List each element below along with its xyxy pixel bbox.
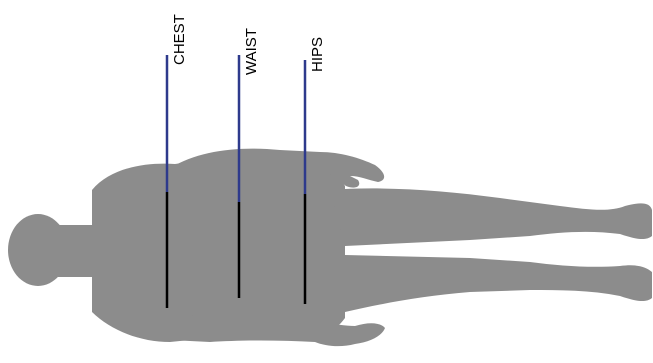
lower-leg-shape <box>345 255 652 312</box>
upper-leg-shape <box>330 188 652 246</box>
torso-shape <box>92 158 345 342</box>
human-silhouette <box>8 149 652 347</box>
hips-label: HIPS <box>309 37 326 72</box>
chest-label: CHEST <box>171 14 188 65</box>
waist-label: WAIST <box>243 28 260 75</box>
